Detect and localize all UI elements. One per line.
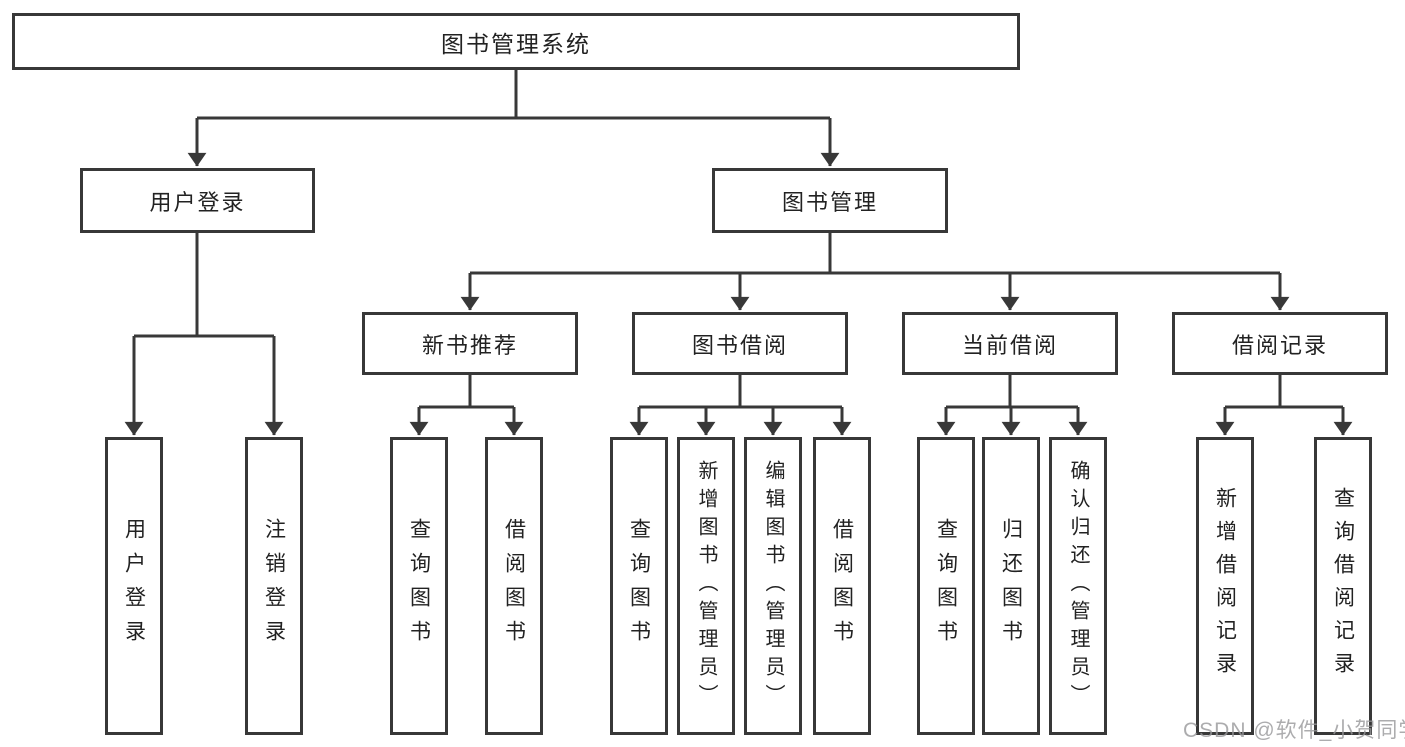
node-new-book-recommend: 新书推荐 — [362, 312, 578, 375]
connector-trunks — [134, 70, 1343, 409]
leaf-logout: 注销登录 — [245, 437, 303, 735]
leaf-label: 查询借阅记录 — [1331, 487, 1355, 685]
leaf-return-book: 归还图书 — [982, 437, 1040, 735]
watermark: CSDN @软件_小贺同学 — [1183, 719, 1405, 742]
leaf-label: 归还图书 — [999, 518, 1023, 654]
leaf-confirm-return-admin: 确认归还（管理员） — [1049, 437, 1107, 735]
leaf-user-login: 用户登录 — [105, 437, 163, 735]
leaf-label: 编辑图书（管理员） — [762, 460, 784, 712]
node-book-borrow: 图书借阅 — [632, 312, 848, 375]
leaf-label: 查询图书 — [627, 518, 651, 654]
leaf-label: 借阅图书 — [830, 518, 854, 654]
leaf-query-borrow-record: 查询借阅记录 — [1314, 437, 1372, 735]
connector-path — [134, 70, 1343, 409]
leaf-query-books-current: 查询图书 — [917, 437, 975, 735]
leaf-query-books-recommend: 查询图书 — [390, 437, 448, 735]
node-current-borrow: 当前借阅 — [902, 312, 1118, 375]
leaf-query-books-borrow: 查询图书 — [610, 437, 668, 735]
node-book-management: 图书管理 — [712, 168, 948, 233]
leaf-label: 借阅图书 — [502, 518, 526, 654]
leaf-add-book-admin: 新增图书（管理员） — [677, 437, 735, 735]
leaf-add-borrow-record: 新增借阅记录 — [1196, 437, 1254, 735]
leaf-label: 新增借阅记录 — [1213, 487, 1237, 685]
connector-arrows — [124, 118, 1353, 436]
leaf-borrow-books-recommend: 借阅图书 — [485, 437, 543, 735]
leaf-borrow-books: 借阅图书 — [813, 437, 871, 735]
leaf-label: 查询图书 — [934, 518, 958, 654]
leaf-label: 注销登录 — [262, 518, 286, 654]
node-root: 图书管理系统 — [12, 13, 1020, 70]
leaf-label: 查询图书 — [407, 518, 431, 654]
node-borrow-records: 借阅记录 — [1172, 312, 1388, 375]
leaf-label: 新增图书（管理员） — [695, 460, 717, 712]
leaf-edit-book-admin: 编辑图书（管理员） — [744, 437, 802, 735]
node-user-login: 用户登录 — [80, 168, 315, 233]
leaf-label: 用户登录 — [122, 518, 146, 654]
leaf-label: 确认归还（管理员） — [1067, 460, 1089, 712]
